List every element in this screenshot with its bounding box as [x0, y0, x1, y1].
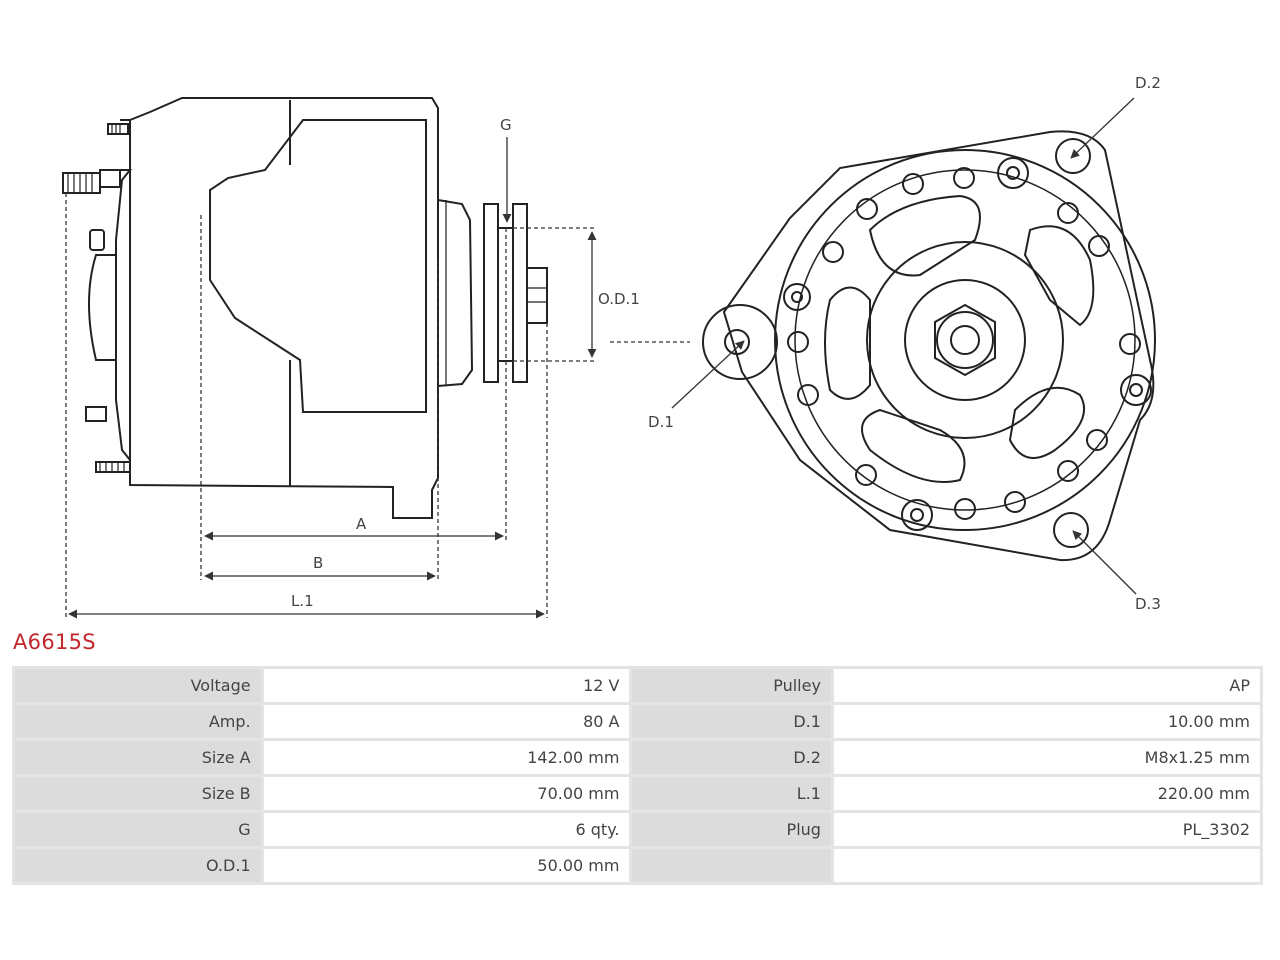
table-row: G 6 qty. Plug PL_3302: [15, 813, 1260, 846]
spec-value: [833, 849, 1260, 882]
table-row: O.D.1 50.00 mm: [15, 849, 1260, 882]
table-row: Voltage 12 V Pulley AP: [15, 669, 1260, 702]
label-od1: O.D.1: [598, 290, 640, 308]
spec-key: Pulley: [632, 669, 831, 702]
front-view-drawing: [702, 130, 1156, 562]
label-d2: D.2: [1135, 74, 1161, 92]
spec-key: Size A: [15, 741, 261, 774]
mount-ear-d1: [702, 304, 778, 380]
spec-key: Plug: [632, 813, 831, 846]
d3-leader-line: [1072, 530, 1137, 595]
pulley-inner-disc: [512, 203, 528, 383]
spec-key: Size B: [15, 777, 261, 810]
spec-table: Voltage 12 V Pulley AP Amp. 80 A D.1 10.…: [12, 666, 1263, 885]
spec-value: 220.00 mm: [833, 777, 1260, 810]
side-view-drawing: [62, 97, 548, 519]
label-d1: D.1: [648, 413, 674, 431]
label-a: A: [356, 515, 367, 533]
spec-key: Voltage: [15, 669, 261, 702]
end-flange-outline: [722, 130, 1155, 562]
table-row: Size A 142.00 mm D.2 M8x1.25 mm: [15, 741, 1260, 774]
spec-value: 12 V: [263, 669, 630, 702]
cover-recess: [209, 119, 427, 413]
front-view-leaders: [610, 97, 1137, 595]
spec-value: AP: [833, 669, 1260, 702]
spec-key: O.D.1: [15, 849, 261, 882]
side-view-dimensions: [65, 137, 597, 619]
spec-value: PL_3302: [833, 813, 1260, 846]
label-b: B: [313, 554, 323, 572]
pulley-outer-disc: [483, 203, 499, 383]
spec-value: 142.00 mm: [263, 741, 630, 774]
spec-value: 6 qty.: [263, 813, 630, 846]
d1-leader-line: [671, 340, 745, 409]
table-row: Size B 70.00 mm L.1 220.00 mm: [15, 777, 1260, 810]
inner-housing: [774, 149, 1156, 531]
alternator-technical-drawing: G O.D.1 A B L.1: [62, 74, 1161, 619]
spec-key: [632, 849, 831, 882]
label-l1: L.1: [291, 592, 314, 610]
label-g: G: [500, 116, 512, 134]
hole-d2: [1055, 138, 1091, 174]
table-row: Amp. 80 A D.1 10.00 mm: [15, 705, 1260, 738]
d2-leader-line: [1070, 97, 1135, 159]
spec-key: Amp.: [15, 705, 261, 738]
spec-key: D.2: [632, 741, 831, 774]
label-d3: D.3: [1135, 595, 1161, 613]
spec-key: D.1: [632, 705, 831, 738]
pulley-nut: [934, 303, 996, 377]
spec-value: 50.00 mm: [263, 849, 630, 882]
spec-key: G: [15, 813, 261, 846]
product-code-title: A6615S: [13, 630, 96, 654]
spec-value: 70.00 mm: [263, 777, 630, 810]
hole-d3: [1053, 512, 1089, 548]
spec-key: L.1: [632, 777, 831, 810]
spec-value: 10.00 mm: [833, 705, 1260, 738]
housing-outline: [129, 97, 439, 519]
spec-value: M8x1.25 mm: [833, 741, 1260, 774]
rotor-hub: [866, 241, 1064, 439]
spec-value: 80 A: [263, 705, 630, 738]
